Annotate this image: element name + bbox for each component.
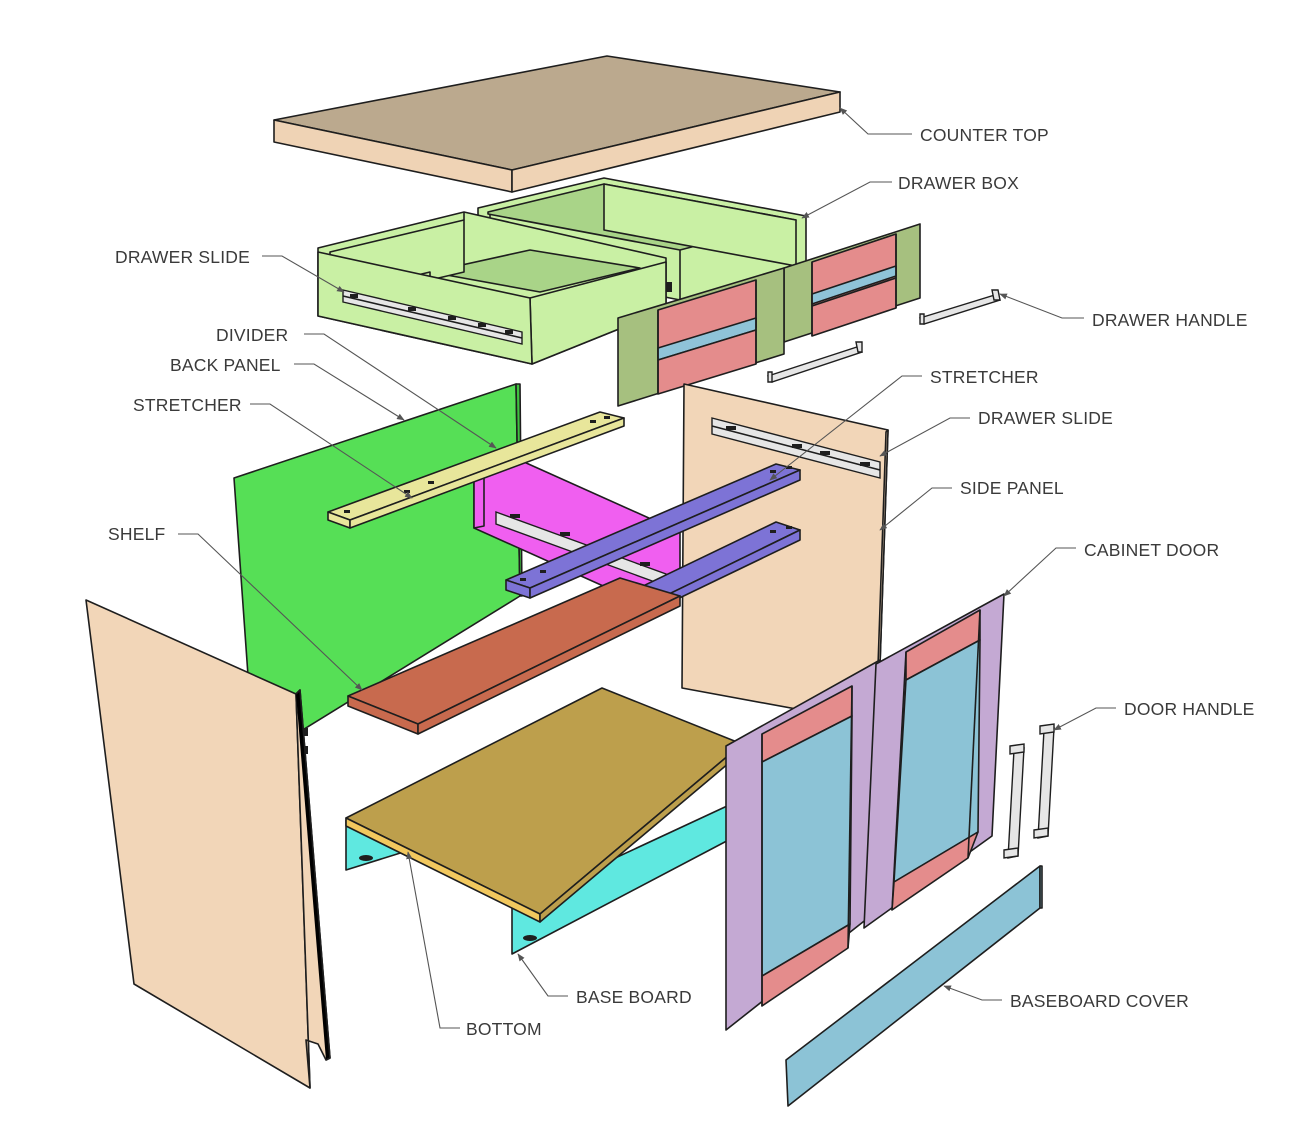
drawer-handle-lower [766, 341, 863, 383]
drawer-handle-upper [918, 289, 1001, 325]
label-stretcher-right: STRETCHER [930, 367, 1039, 387]
bottom [345, 687, 743, 923]
drawer-front-left [617, 267, 785, 407]
leader-shelf [178, 533, 363, 691]
leader-back-panel [294, 363, 405, 421]
cabinet-door-right [863, 593, 1005, 929]
leader-stretcher-left [250, 403, 413, 499]
label-baseboard-cover: BASEBOARD COVER [1010, 991, 1189, 1011]
label-cabinet-door: CABINET DOOR [1084, 540, 1219, 560]
door-handle-left [1003, 743, 1025, 859]
leader-drawer-handle [999, 293, 1084, 319]
stretcher-yellow [327, 411, 625, 529]
label-bottom: BOTTOM [466, 1019, 542, 1039]
label-counter-top: COUNTER TOP [920, 125, 1049, 145]
part-labels: COUNTER TOP DRAWER BOX DRAWER SLIDE DRAW… [108, 125, 1255, 1039]
leader-base-board [517, 953, 568, 997]
shelf [347, 577, 681, 735]
drawer-front-right [783, 223, 921, 343]
side-panel-left [85, 599, 331, 1089]
label-door-handle: DOOR HANDLE [1124, 699, 1255, 719]
label-stretcher-left: STRETCHER [133, 395, 242, 415]
label-drawer-handle: DRAWER HANDLE [1092, 310, 1248, 330]
baseboard-cover [785, 865, 1043, 1107]
stretcher-blue-upper [505, 463, 801, 599]
drawer-box-front [317, 211, 672, 365]
leader-baseboard-cover [943, 985, 1002, 1001]
leader-divider [304, 333, 497, 449]
door-handle-right [1033, 723, 1055, 839]
label-back-panel: BACK PANEL [170, 355, 281, 375]
leader-drawer-slide-right [879, 417, 970, 457]
label-shelf: SHELF [108, 524, 165, 544]
label-drawer-slide-left: DRAWER SLIDE [115, 247, 250, 267]
cabinet-door-left [725, 659, 881, 1031]
label-side-panel: SIDE PANEL [960, 478, 1064, 498]
label-base-board: BASE BOARD [576, 987, 692, 1007]
leader-cabinet-door [1003, 547, 1076, 597]
leader-counter-top [839, 107, 912, 135]
counter-top [273, 55, 841, 193]
leader-bottom [406, 851, 460, 1029]
leader-drawer-slide-left [262, 255, 345, 293]
leader-door-handle [1053, 707, 1116, 731]
leader-drawer-box [801, 181, 892, 219]
leader-lines [178, 107, 1116, 1029]
label-drawer-box: DRAWER BOX [898, 173, 1019, 193]
label-divider: DIVIDER [216, 325, 288, 345]
leader-stretcher-right [769, 375, 922, 481]
label-drawer-slide-right: DRAWER SLIDE [978, 408, 1113, 428]
leader-side-panel [879, 487, 952, 531]
side-panel-right [681, 383, 889, 725]
